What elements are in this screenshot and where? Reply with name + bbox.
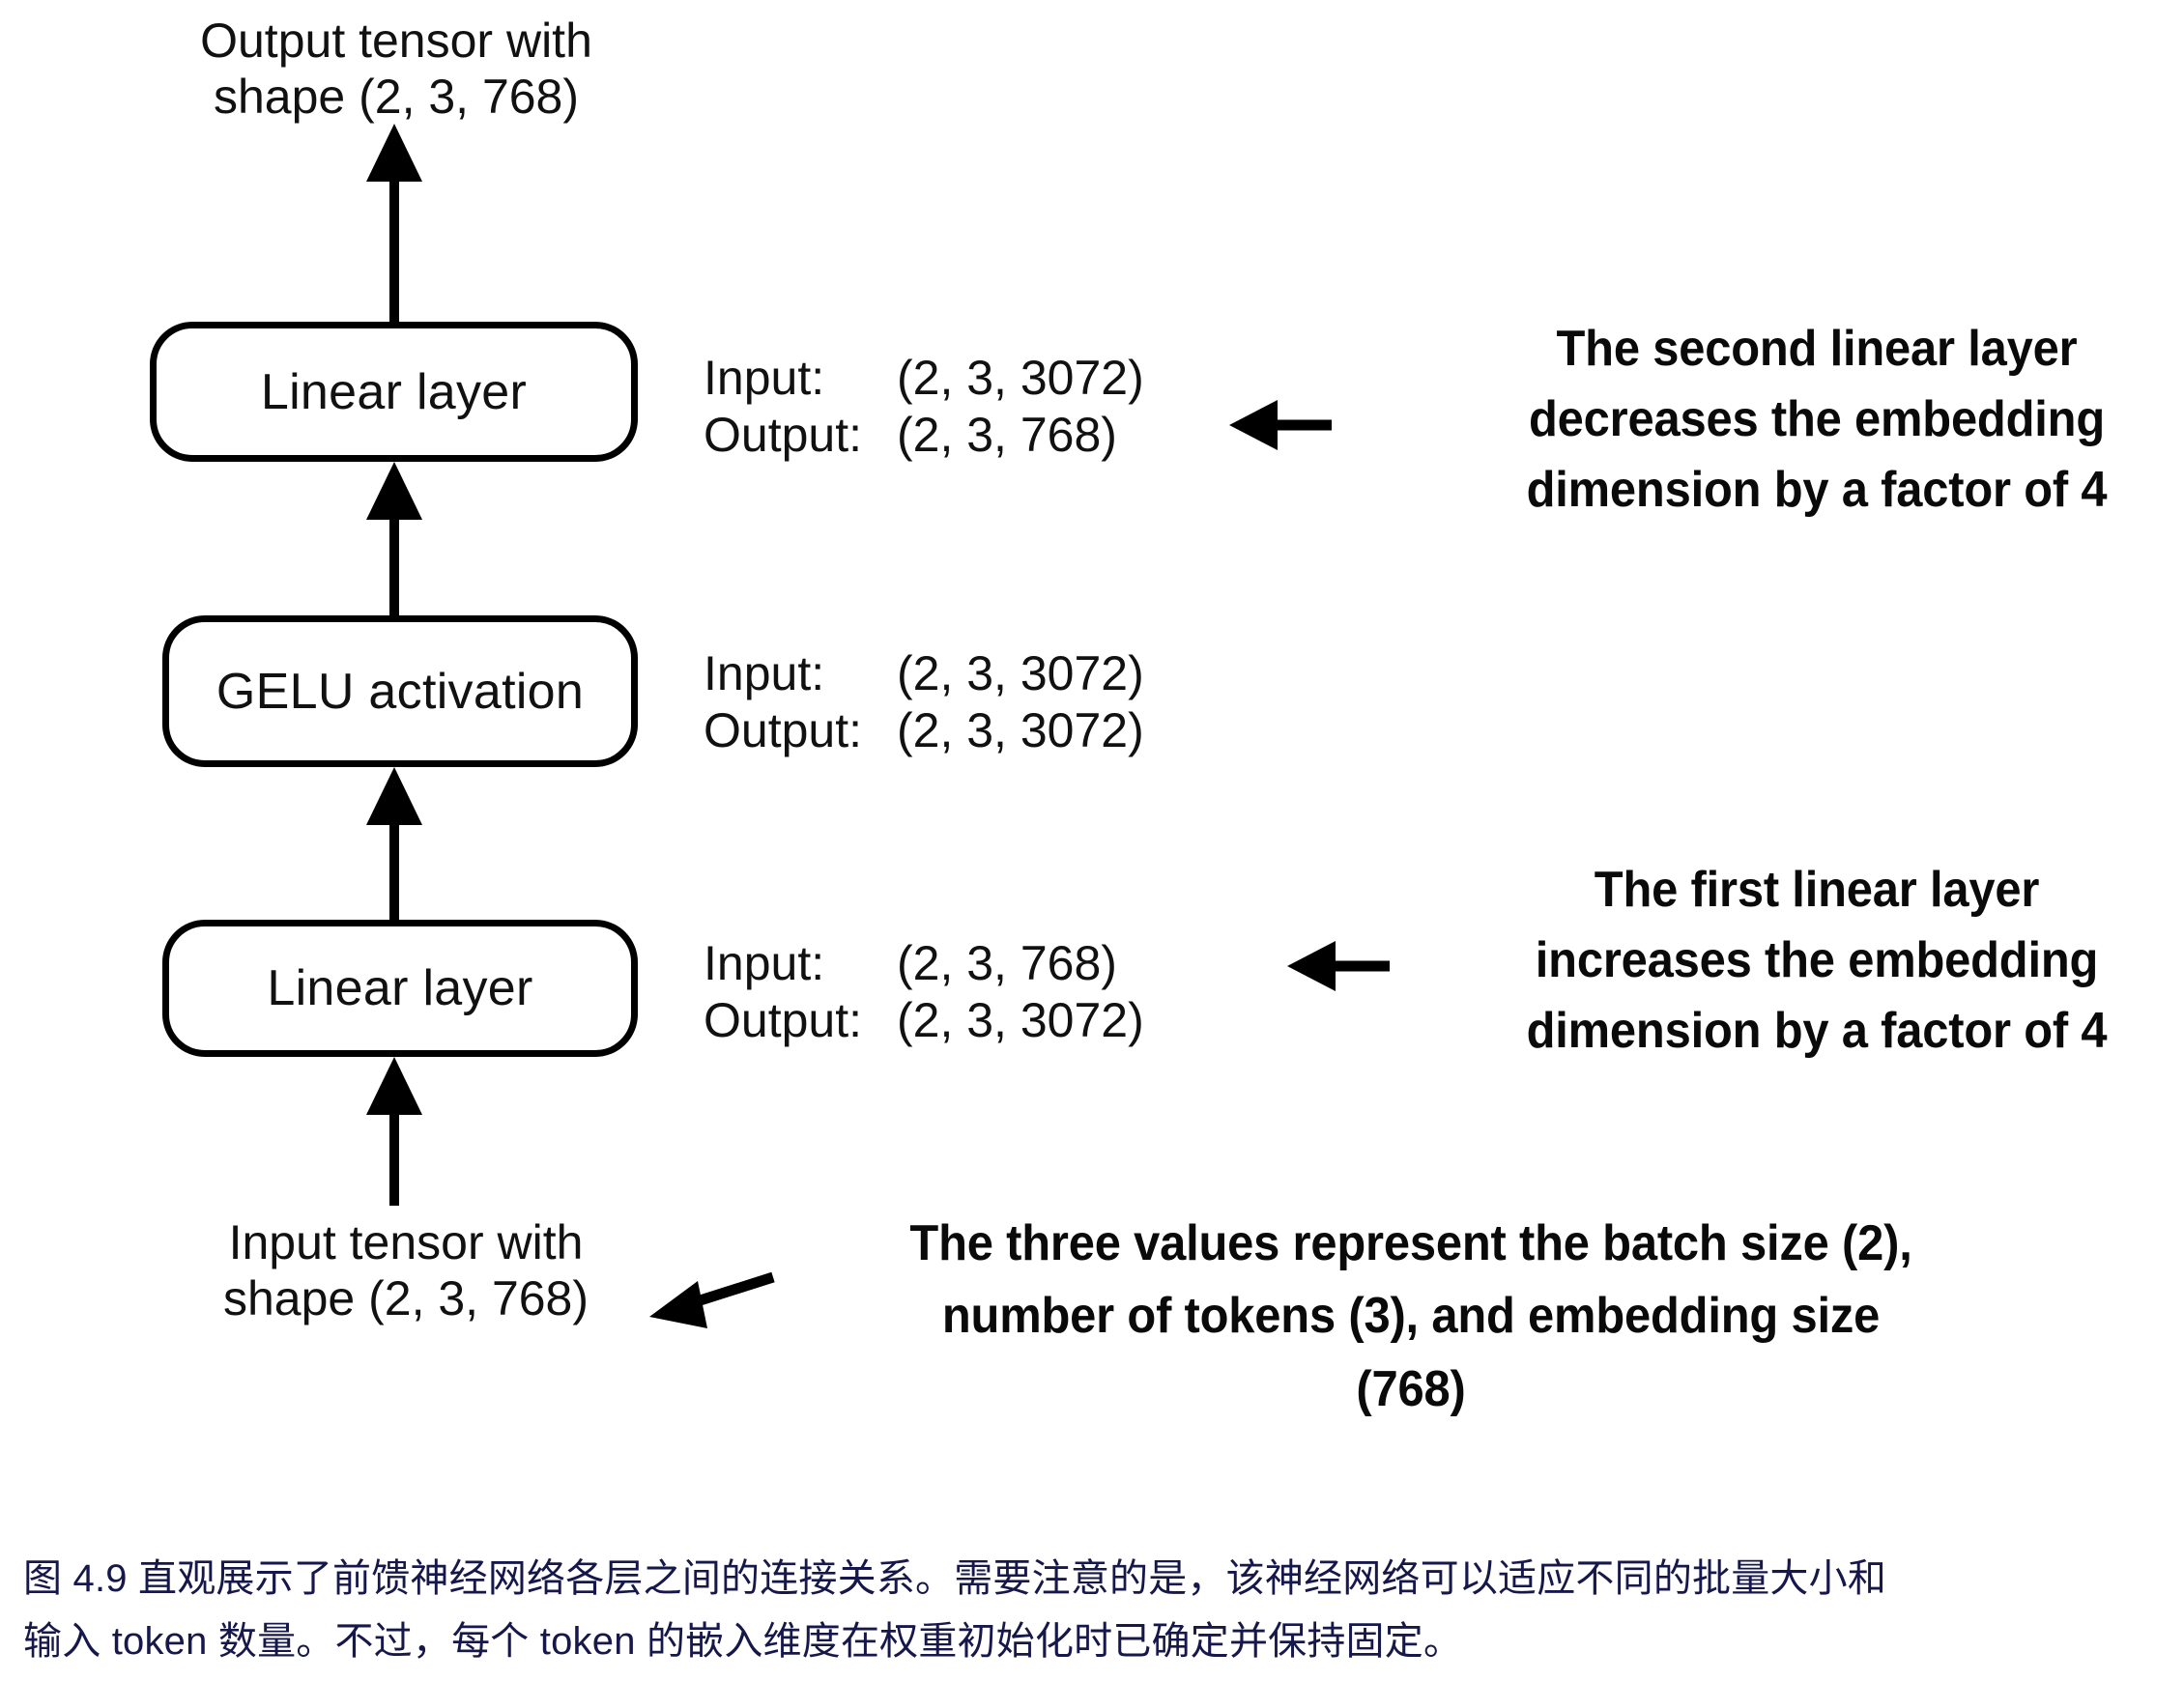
note-line: dimension by a factor of 4 <box>1526 461 2108 518</box>
arrow-gelu-to-linear2 <box>366 462 422 615</box>
output-tensor-label: Output tensor with shape (2, 3, 768) <box>200 14 592 124</box>
note-line: The three values represent the batch siz… <box>909 1215 1912 1271</box>
note-line: (768) <box>1356 1360 1466 1417</box>
linear-layer-2-io-spec: Input: (2, 3, 3072) Output: (2, 3, 768) <box>704 350 1144 464</box>
io-input-key: Input: <box>704 646 825 700</box>
io-input-row: Input: (2, 3, 3072) <box>704 350 1144 407</box>
note-first-linear: The first linear layer increases the emb… <box>1499 855 2135 1066</box>
io-output-row: Output: (2, 3, 768) <box>704 407 1144 464</box>
arrow-output-up <box>366 124 422 322</box>
linear-layer-1-box[interactable]: Linear layer <box>162 920 638 1057</box>
io-output-key: Output: <box>704 408 862 462</box>
io-output-value: (2, 3, 3072) <box>897 703 1144 757</box>
linear-layer-1-io-spec: Input: (2, 3, 768) Output: (2, 3, 3072) <box>704 935 1144 1049</box>
note-three-values: The three values represent the batch siz… <box>852 1208 1969 1426</box>
gelu-activation-label: GELU activation <box>216 663 585 720</box>
figure-caption: 图 4.9 直观展示了前馈神经网络各层之间的连接关系。需要注意的是，该神经网络可… <box>23 1548 2164 1673</box>
gelu-activation-io-spec: Input: (2, 3, 3072) Output: (2, 3, 3072) <box>704 645 1144 759</box>
io-input-value: (2, 3, 3072) <box>897 646 1144 700</box>
note-second-linear: The second linear layer decreases the em… <box>1499 314 2135 525</box>
linear-layer-2-box[interactable]: Linear layer <box>150 322 638 462</box>
io-input-row: Input: (2, 3, 3072) <box>704 645 1144 702</box>
io-output-value: (2, 3, 3072) <box>897 993 1144 1047</box>
note-line: The second linear layer <box>1556 321 2078 377</box>
io-output-row: Output: (2, 3, 3072) <box>704 992 1144 1049</box>
arrow-input-to-linear1 <box>366 1057 422 1206</box>
io-input-value: (2, 3, 768) <box>897 936 1117 990</box>
io-output-key: Output: <box>704 993 862 1047</box>
note-line: number of tokens (3), and embedding size <box>941 1288 1881 1345</box>
io-output-row: Output: (2, 3, 3072) <box>704 702 1144 759</box>
note-line: increases the embedding <box>1535 931 2099 988</box>
io-output-key: Output: <box>704 703 862 757</box>
linear-layer-2-label: Linear layer <box>260 363 528 420</box>
note-line: The first linear layer <box>1594 862 2040 918</box>
io-input-row: Input: (2, 3, 768) <box>704 935 1144 992</box>
arrow-note-second-linear <box>1229 400 1332 450</box>
note-line: dimension by a factor of 4 <box>1526 1002 2108 1059</box>
io-input-key: Input: <box>704 351 825 405</box>
note-line: decreases the embedding <box>1528 390 2106 447</box>
gelu-activation-box[interactable]: GELU activation <box>162 615 638 767</box>
io-input-value: (2, 3, 3072) <box>897 351 1144 405</box>
caption-line-1: 图 4.9 直观展示了前馈神经网络各层之间的连接关系。需要注意的是，该神经网络可… <box>23 1557 1887 1600</box>
linear-layer-1-label: Linear layer <box>267 960 533 1016</box>
arrow-linear1-to-gelu <box>366 767 422 920</box>
caption-line-2: 输入 token 数量。不过，每个 token 的嵌入维度在权重初始化时已确定并… <box>23 1619 1463 1663</box>
arrow-note-first-linear <box>1287 941 1390 991</box>
input-tensor-label: Input tensor with shape (2, 3, 768) <box>222 1215 589 1325</box>
io-input-key: Input: <box>704 936 825 990</box>
io-output-value: (2, 3, 768) <box>897 408 1117 462</box>
